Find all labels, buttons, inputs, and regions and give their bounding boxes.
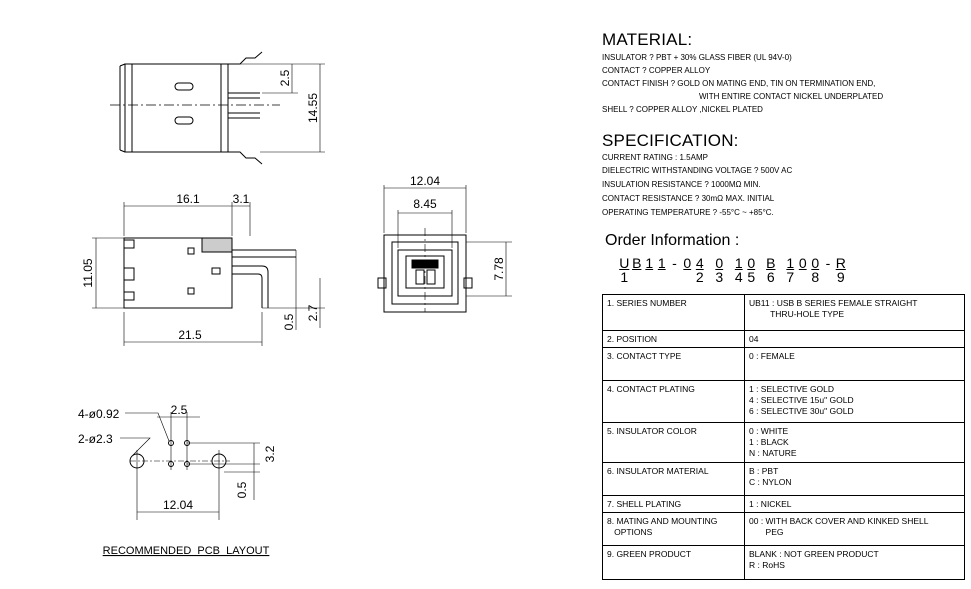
material-line: INSULATOR ? PBT + 30% GLASS FIBER (UL 94…	[602, 53, 792, 62]
material-title: MATERIAL:	[602, 30, 693, 49]
spec-line: DIELECTRIC WITHSTANDING VOLTAGE ? 500V A…	[602, 166, 793, 175]
material-line: CONTACT ? COPPER ALLOY	[602, 66, 711, 75]
spec-line: INSULATION RESISTANCE ? 1000MΩ MIN.	[602, 180, 761, 189]
side-dim-16.1: 16.1	[176, 192, 200, 206]
row-value: 1 : SELECTIVE GOLD 4 : SELECTIVE 15u" GO…	[744, 380, 965, 423]
side-dim-3.1: 3.1	[233, 192, 250, 206]
front-view	[377, 185, 512, 313]
pcb-layout	[120, 412, 260, 520]
pcb-dim-0.5: 0.5	[235, 481, 249, 498]
material-line: SHELL ? COPPER ALLOY ,NICKEL PLATED	[602, 105, 763, 114]
row-label: 4. CONTACT PLATING	[602, 380, 745, 423]
row-value: 04	[744, 330, 965, 348]
row-value: 1 : NICKEL	[744, 495, 965, 513]
pcb-dim-12.04: 12.04	[163, 498, 193, 512]
side-view	[92, 202, 325, 346]
spec-line: OPERATING TEMPERATURE ? -55°C ~ +85°C.	[602, 208, 774, 217]
pcb-dim-3.2: 3.2	[263, 445, 277, 462]
row-label: 7. SHELL PLATING	[602, 495, 745, 513]
row-label: 9. GREEN PRODUCT	[602, 545, 745, 580]
top-view	[110, 51, 325, 165]
side-dim-21.5: 21.5	[178, 328, 202, 342]
side-dim-2.7: 2.7	[306, 304, 320, 321]
specification-title: SPECIFICATION:	[602, 131, 739, 150]
side-dim-0.5: 0.5	[282, 313, 296, 330]
spec-line: CURRENT RATING : 1.5AMP	[602, 153, 708, 162]
row-label: 2. POSITION	[602, 330, 745, 348]
side-dim-11.05: 11.05	[81, 258, 95, 287]
row-value: B : PBT C : NYLON	[744, 462, 965, 496]
top-dim-2.5: 2.5	[278, 69, 292, 86]
row-value: BLANK : NOT GREEN PRODUCT R : RoHS	[744, 545, 965, 580]
row-label: 1. SERIES NUMBER	[602, 294, 745, 331]
material-line: WITH ENTIRE CONTACT NICKEL UNDERPLATED	[699, 92, 884, 101]
pcb-holes-large: 2-ø2.3	[78, 432, 113, 446]
row-value: 0 : WHITE 1 : BLACK N : NATURE	[744, 422, 965, 463]
row-label: 6. INSULATOR MATERIAL	[602, 462, 745, 496]
pcb-layout-title: RECOMMENDED PCB LAYOUT	[103, 545, 270, 557]
front-dim-12.04: 12.04	[410, 174, 440, 188]
row-label: 8. MATING AND MOUNTING OPTIONS	[602, 512, 745, 546]
row-label: 3. CONTACT TYPE	[602, 347, 745, 381]
row-value: 0 : FEMALE	[744, 347, 965, 381]
top-dim-14.55: 14.55	[306, 93, 320, 123]
order-info-title: Order Information :	[605, 232, 740, 249]
pcb-dim-2.5: 2.5	[171, 403, 188, 417]
front-dim-8.45: 8.45	[413, 197, 437, 211]
front-dim-7.78: 7.78	[492, 257, 506, 281]
row-value: 00 : WITH BACK COVER AND KINKED SHELL PE…	[744, 512, 965, 546]
row-label: 5. INSULATOR COLOR	[602, 422, 745, 463]
material-line: CONTACT FINISH ? GOLD ON MATING END, TIN…	[602, 79, 876, 88]
pcb-holes-small: 4-ø0.92	[78, 407, 120, 421]
spec-line: CONTACT RESISTANCE ? 30mΩ MAX. INITIAL	[602, 194, 775, 203]
row-value: UB11 : USB B SERIES FEMALE STRAIGHT THRU…	[744, 294, 965, 331]
